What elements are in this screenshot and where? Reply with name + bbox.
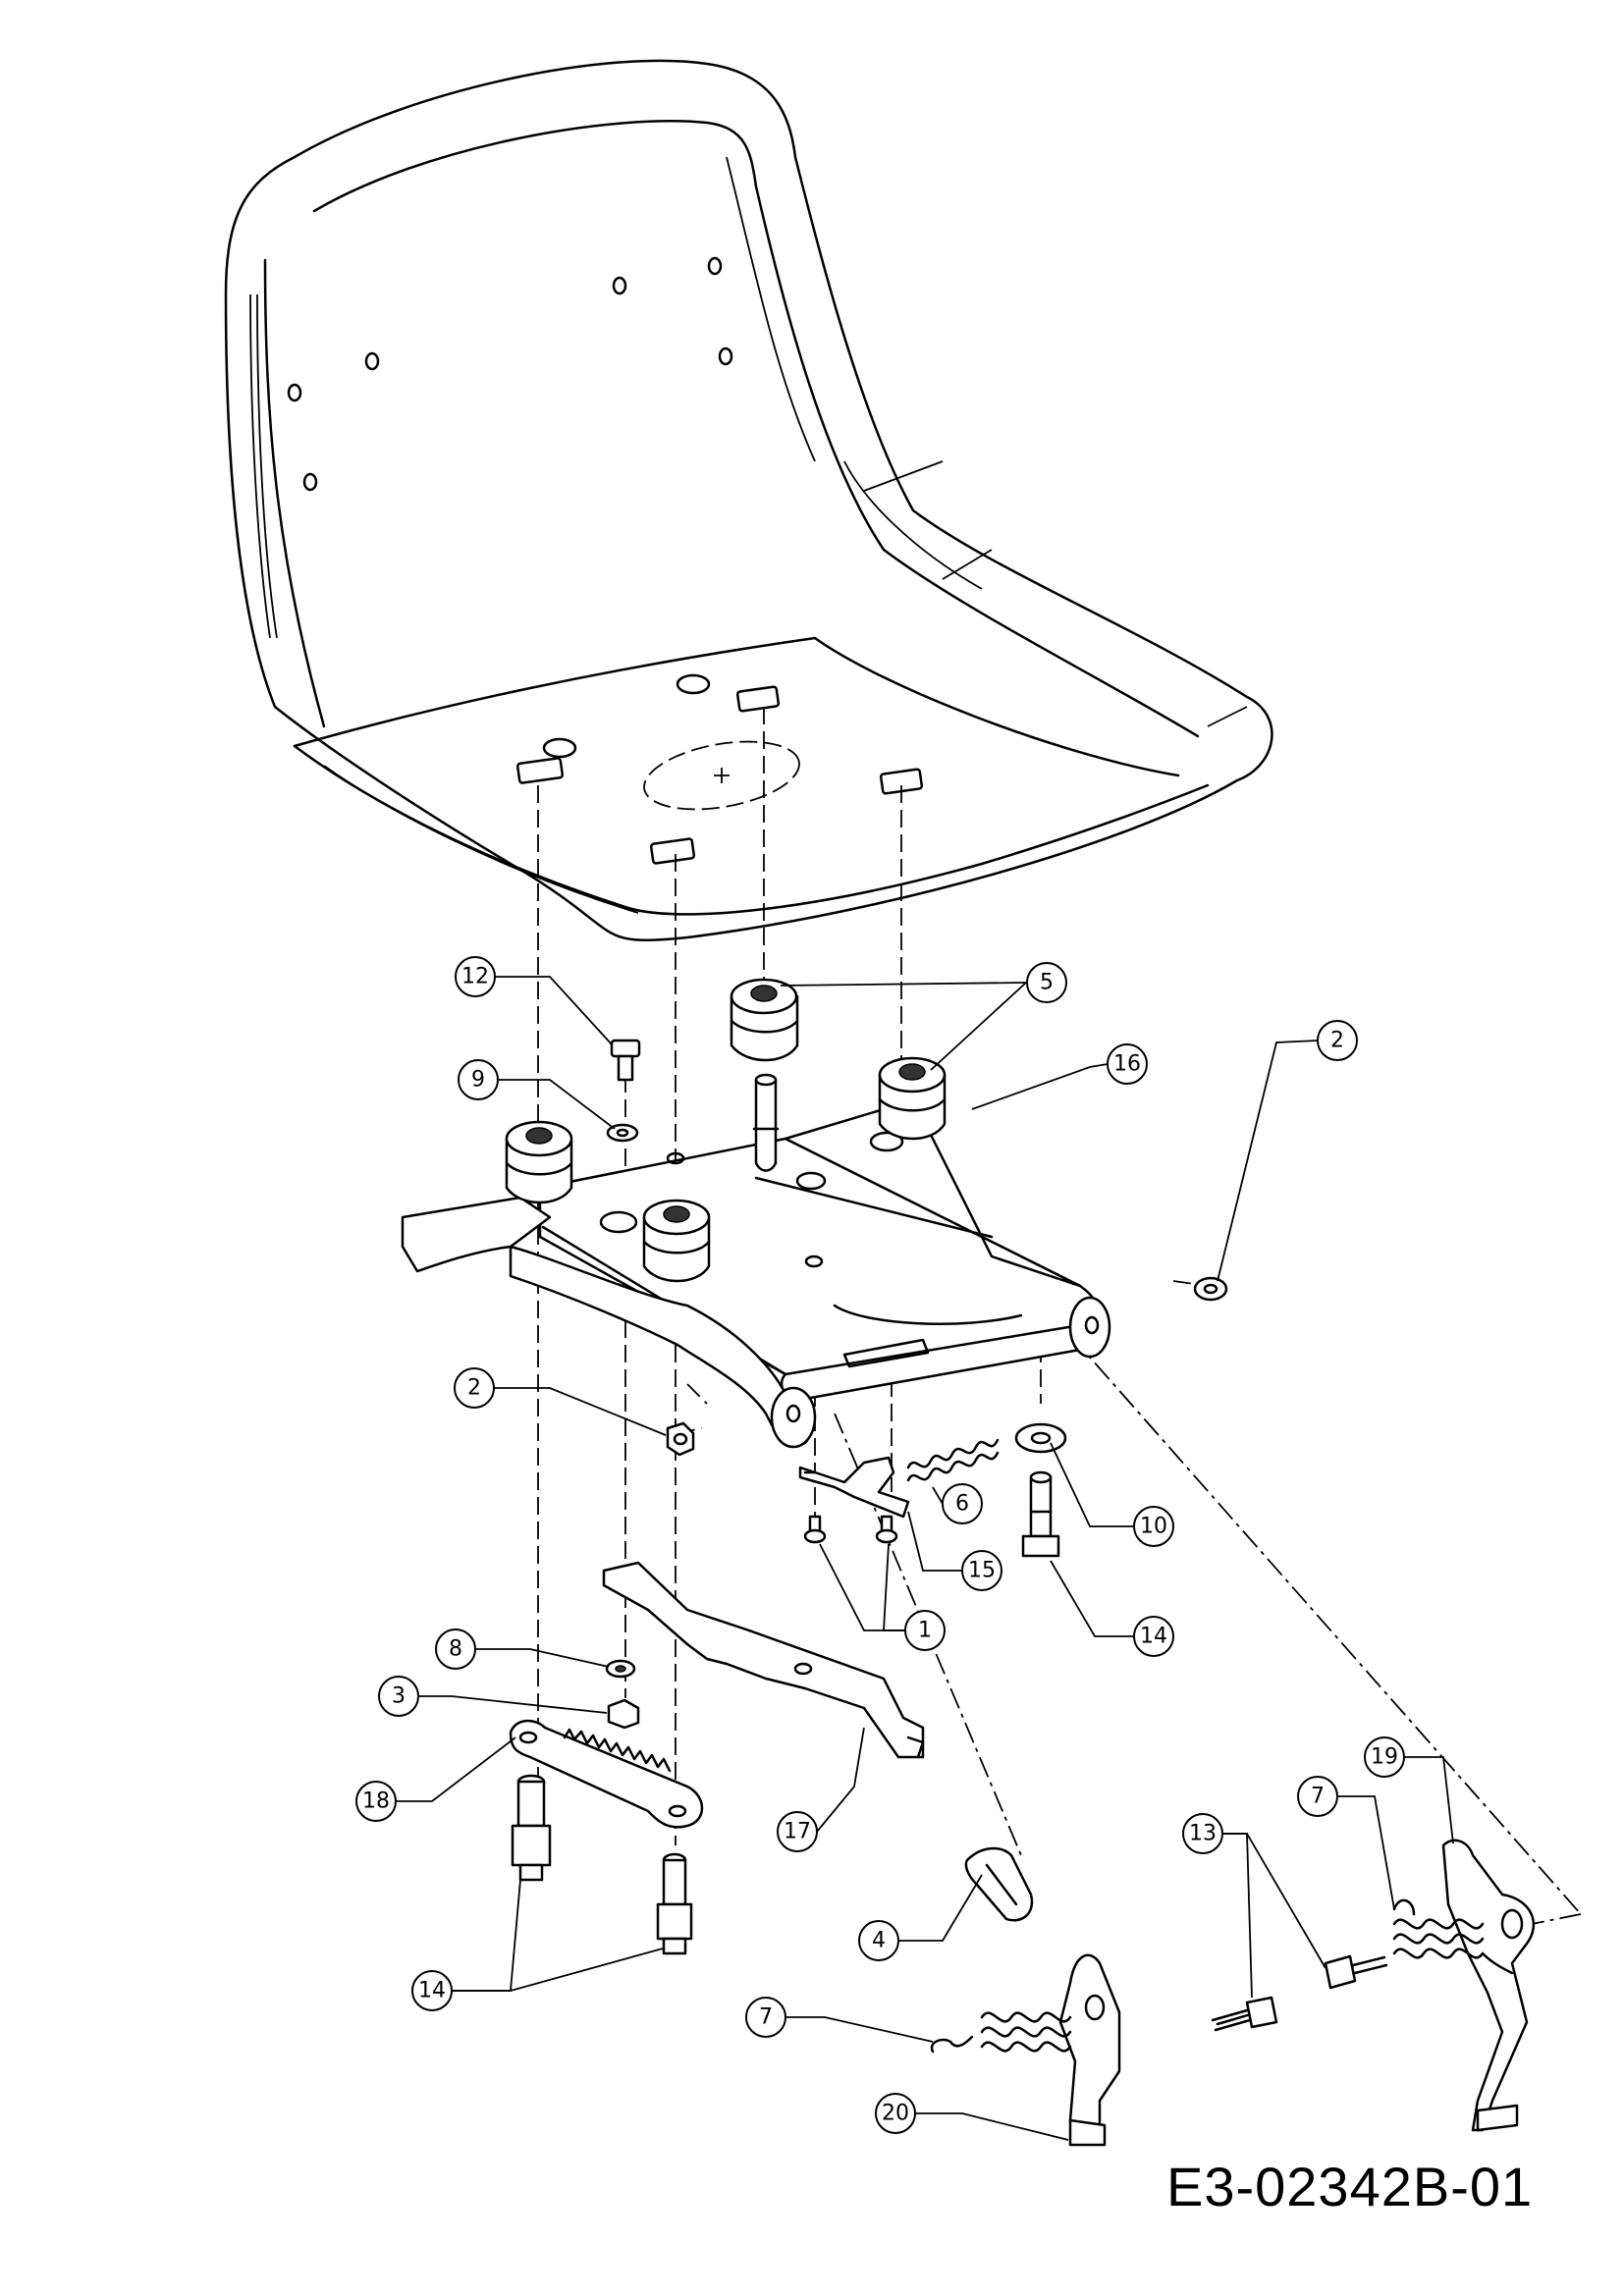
svg-text:2: 2 — [467, 1376, 481, 1401]
bushing-1 — [730, 978, 799, 1062]
svg-text:18: 18 — [362, 1789, 390, 1814]
svg-text:3: 3 — [392, 1684, 406, 1709]
svg-text:12: 12 — [461, 965, 489, 989]
spring-6 — [906, 1438, 1000, 1482]
small-hardware — [605, 1039, 1228, 1730]
svg-text:5: 5 — [1040, 971, 1054, 995]
svg-text:4: 4 — [872, 1929, 886, 1953]
svg-text:6: 6 — [955, 1492, 969, 1517]
callout-9: 9 — [458, 1059, 499, 1100]
callout-10: 10 — [1133, 1506, 1174, 1547]
screws-1 — [803, 1515, 898, 1544]
adjustment-rail-17 — [602, 1561, 925, 1759]
washer-9 — [606, 1123, 639, 1143]
leader-lines — [376, 976, 1454, 2141]
bolt-12 — [610, 1039, 641, 1082]
shoulder-bolts-14-bottom — [511, 1774, 693, 1955]
svg-text:15: 15 — [968, 1559, 996, 1583]
nut-3 — [607, 1698, 640, 1730]
svg-text:8: 8 — [449, 1637, 462, 1662]
lock-washer-8 — [605, 1659, 636, 1679]
callout-5: 5 — [1026, 962, 1067, 1003]
lever-plate-18 — [509, 1719, 704, 1829]
document-code: E3-02342B-01 — [1166, 2156, 1534, 2217]
svg-text:20: 20 — [882, 2102, 909, 2126]
svg-text:9: 9 — [471, 1068, 485, 1093]
svg-text:2: 2 — [1330, 1029, 1344, 1053]
svg-text:1: 1 — [918, 1619, 932, 1643]
washer-10 — [1014, 1422, 1067, 1454]
callout-14-right: 14 — [1133, 1616, 1174, 1657]
svg-text:7: 7 — [759, 2005, 773, 2030]
callout-14-bottom: 14 — [411, 1970, 453, 2011]
cable-sleeve-4 — [964, 1846, 1034, 1922]
svg-text:7: 7 — [1311, 1785, 1325, 1809]
seat-shell — [224, 59, 1273, 942]
seat-insert-nuts — [515, 685, 924, 865]
svg-text:10: 10 — [1140, 1515, 1167, 1539]
shoulder-bolt-14-right — [1021, 1470, 1060, 1558]
bolt-13-right — [1324, 1954, 1388, 1990]
callout-1: 1 — [904, 1610, 946, 1651]
callout-15: 15 — [961, 1550, 1002, 1591]
rubber-bushings — [505, 978, 947, 1283]
callout-3: 3 — [378, 1676, 419, 1717]
seat-mounting-plate — [401, 1073, 1111, 1449]
latch-20 — [1058, 1953, 1121, 2147]
bushing-2 — [878, 1056, 947, 1141]
bolt-13-bottom — [1211, 1996, 1278, 2032]
callout-16: 16 — [1107, 1043, 1148, 1085]
callout-2-right: 2 — [1317, 1020, 1358, 1061]
callout-6: 6 — [942, 1483, 983, 1524]
callout-13: 13 — [1182, 1813, 1223, 1854]
bushing-3 — [505, 1120, 573, 1204]
nut-2-right — [1193, 1276, 1228, 1302]
nut-2-left — [666, 1421, 695, 1457]
callout-17: 17 — [777, 1811, 818, 1852]
callout-20: 20 — [875, 2093, 916, 2134]
bushing-4 — [642, 1199, 711, 1283]
callout-7-bottom: 7 — [745, 1997, 786, 2038]
callout-18: 18 — [355, 1781, 397, 1822]
latch-plate-19 — [1441, 1839, 1536, 2132]
svg-text:19: 19 — [1371, 1745, 1398, 1770]
svg-text:14: 14 — [1140, 1625, 1167, 1649]
svg-text:13: 13 — [1189, 1822, 1217, 1846]
latch-bracket-15 — [798, 1456, 910, 1519]
svg-text:17: 17 — [784, 1820, 811, 1844]
svg-text:16: 16 — [1113, 1052, 1141, 1077]
callout-19: 19 — [1364, 1736, 1405, 1778]
svg-text:14: 14 — [418, 1979, 446, 2003]
callout-12: 12 — [455, 956, 496, 997]
callout-7-right: 7 — [1297, 1776, 1338, 1817]
callout-8: 8 — [435, 1629, 476, 1670]
spring-7-bottom — [930, 2011, 1072, 2054]
callout-2-left: 2 — [454, 1367, 495, 1409]
callout-4: 4 — [858, 1920, 899, 1961]
spring-7-right — [1392, 1898, 1514, 1975]
